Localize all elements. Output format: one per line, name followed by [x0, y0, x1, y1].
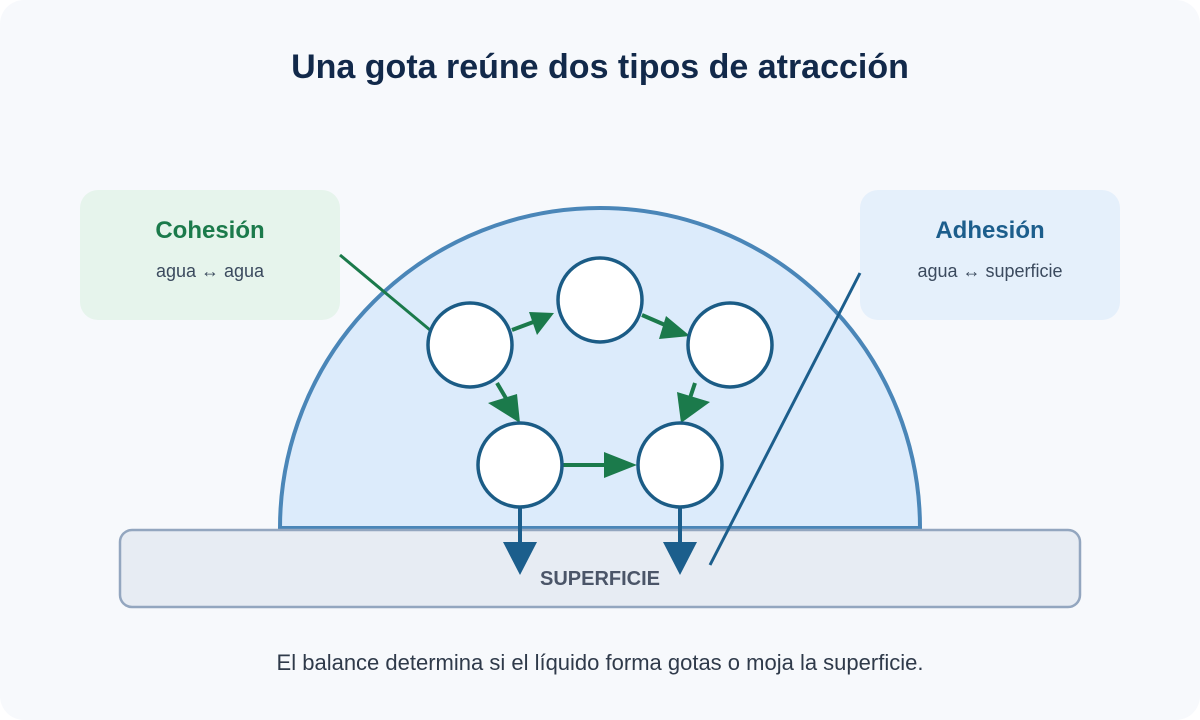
adhesion-card: Adhesión agua ↔ superficie	[860, 190, 1120, 320]
cohesion-arrowhead	[677, 392, 710, 423]
water-molecule	[556, 256, 644, 344]
cohesion-arrowhead	[488, 394, 520, 423]
adhesion-arrowhead	[503, 542, 537, 575]
water-molecule	[686, 301, 774, 389]
cohesion-arrowhead	[604, 452, 637, 478]
cohesion-arrowhead	[529, 312, 554, 335]
surface-label: SUPERFICIE	[540, 568, 660, 590]
adhesion-subtitle: agua ↔ superficie	[917, 261, 1062, 281]
cohesion-subtitle: agua ↔ agua	[156, 261, 265, 281]
adhesion-card-bg	[860, 190, 1120, 320]
water-molecule	[426, 301, 514, 389]
water-drop	[277, 206, 923, 530]
cohesion-arrowhead	[659, 316, 690, 339]
cohesion-arrow	[495, 381, 509, 402]
adhesion-title: Adhesión	[935, 217, 1044, 244]
adhesion-leader-line	[708, 272, 862, 566]
cohesion-card-bg	[80, 190, 340, 320]
surface-bar	[118, 528, 1082, 609]
cohesion-leader-line	[339, 253, 431, 332]
cohesion-title: Cohesión	[155, 217, 264, 244]
caption: El balance determina si el líquido forma…	[277, 650, 924, 675]
water-molecule	[636, 421, 724, 509]
adhesion-arrows	[503, 506, 697, 575]
cohesion-arrows	[488, 312, 710, 478]
cohesion-card: Cohesión agua ↔ agua	[80, 190, 340, 320]
water-molecules	[426, 256, 774, 509]
adhesion-arrowhead	[663, 542, 697, 575]
page-title: Una gota reúne dos tipos de atracción	[291, 48, 909, 86]
water-molecule	[476, 421, 564, 509]
cohesion-arrow	[688, 382, 697, 399]
